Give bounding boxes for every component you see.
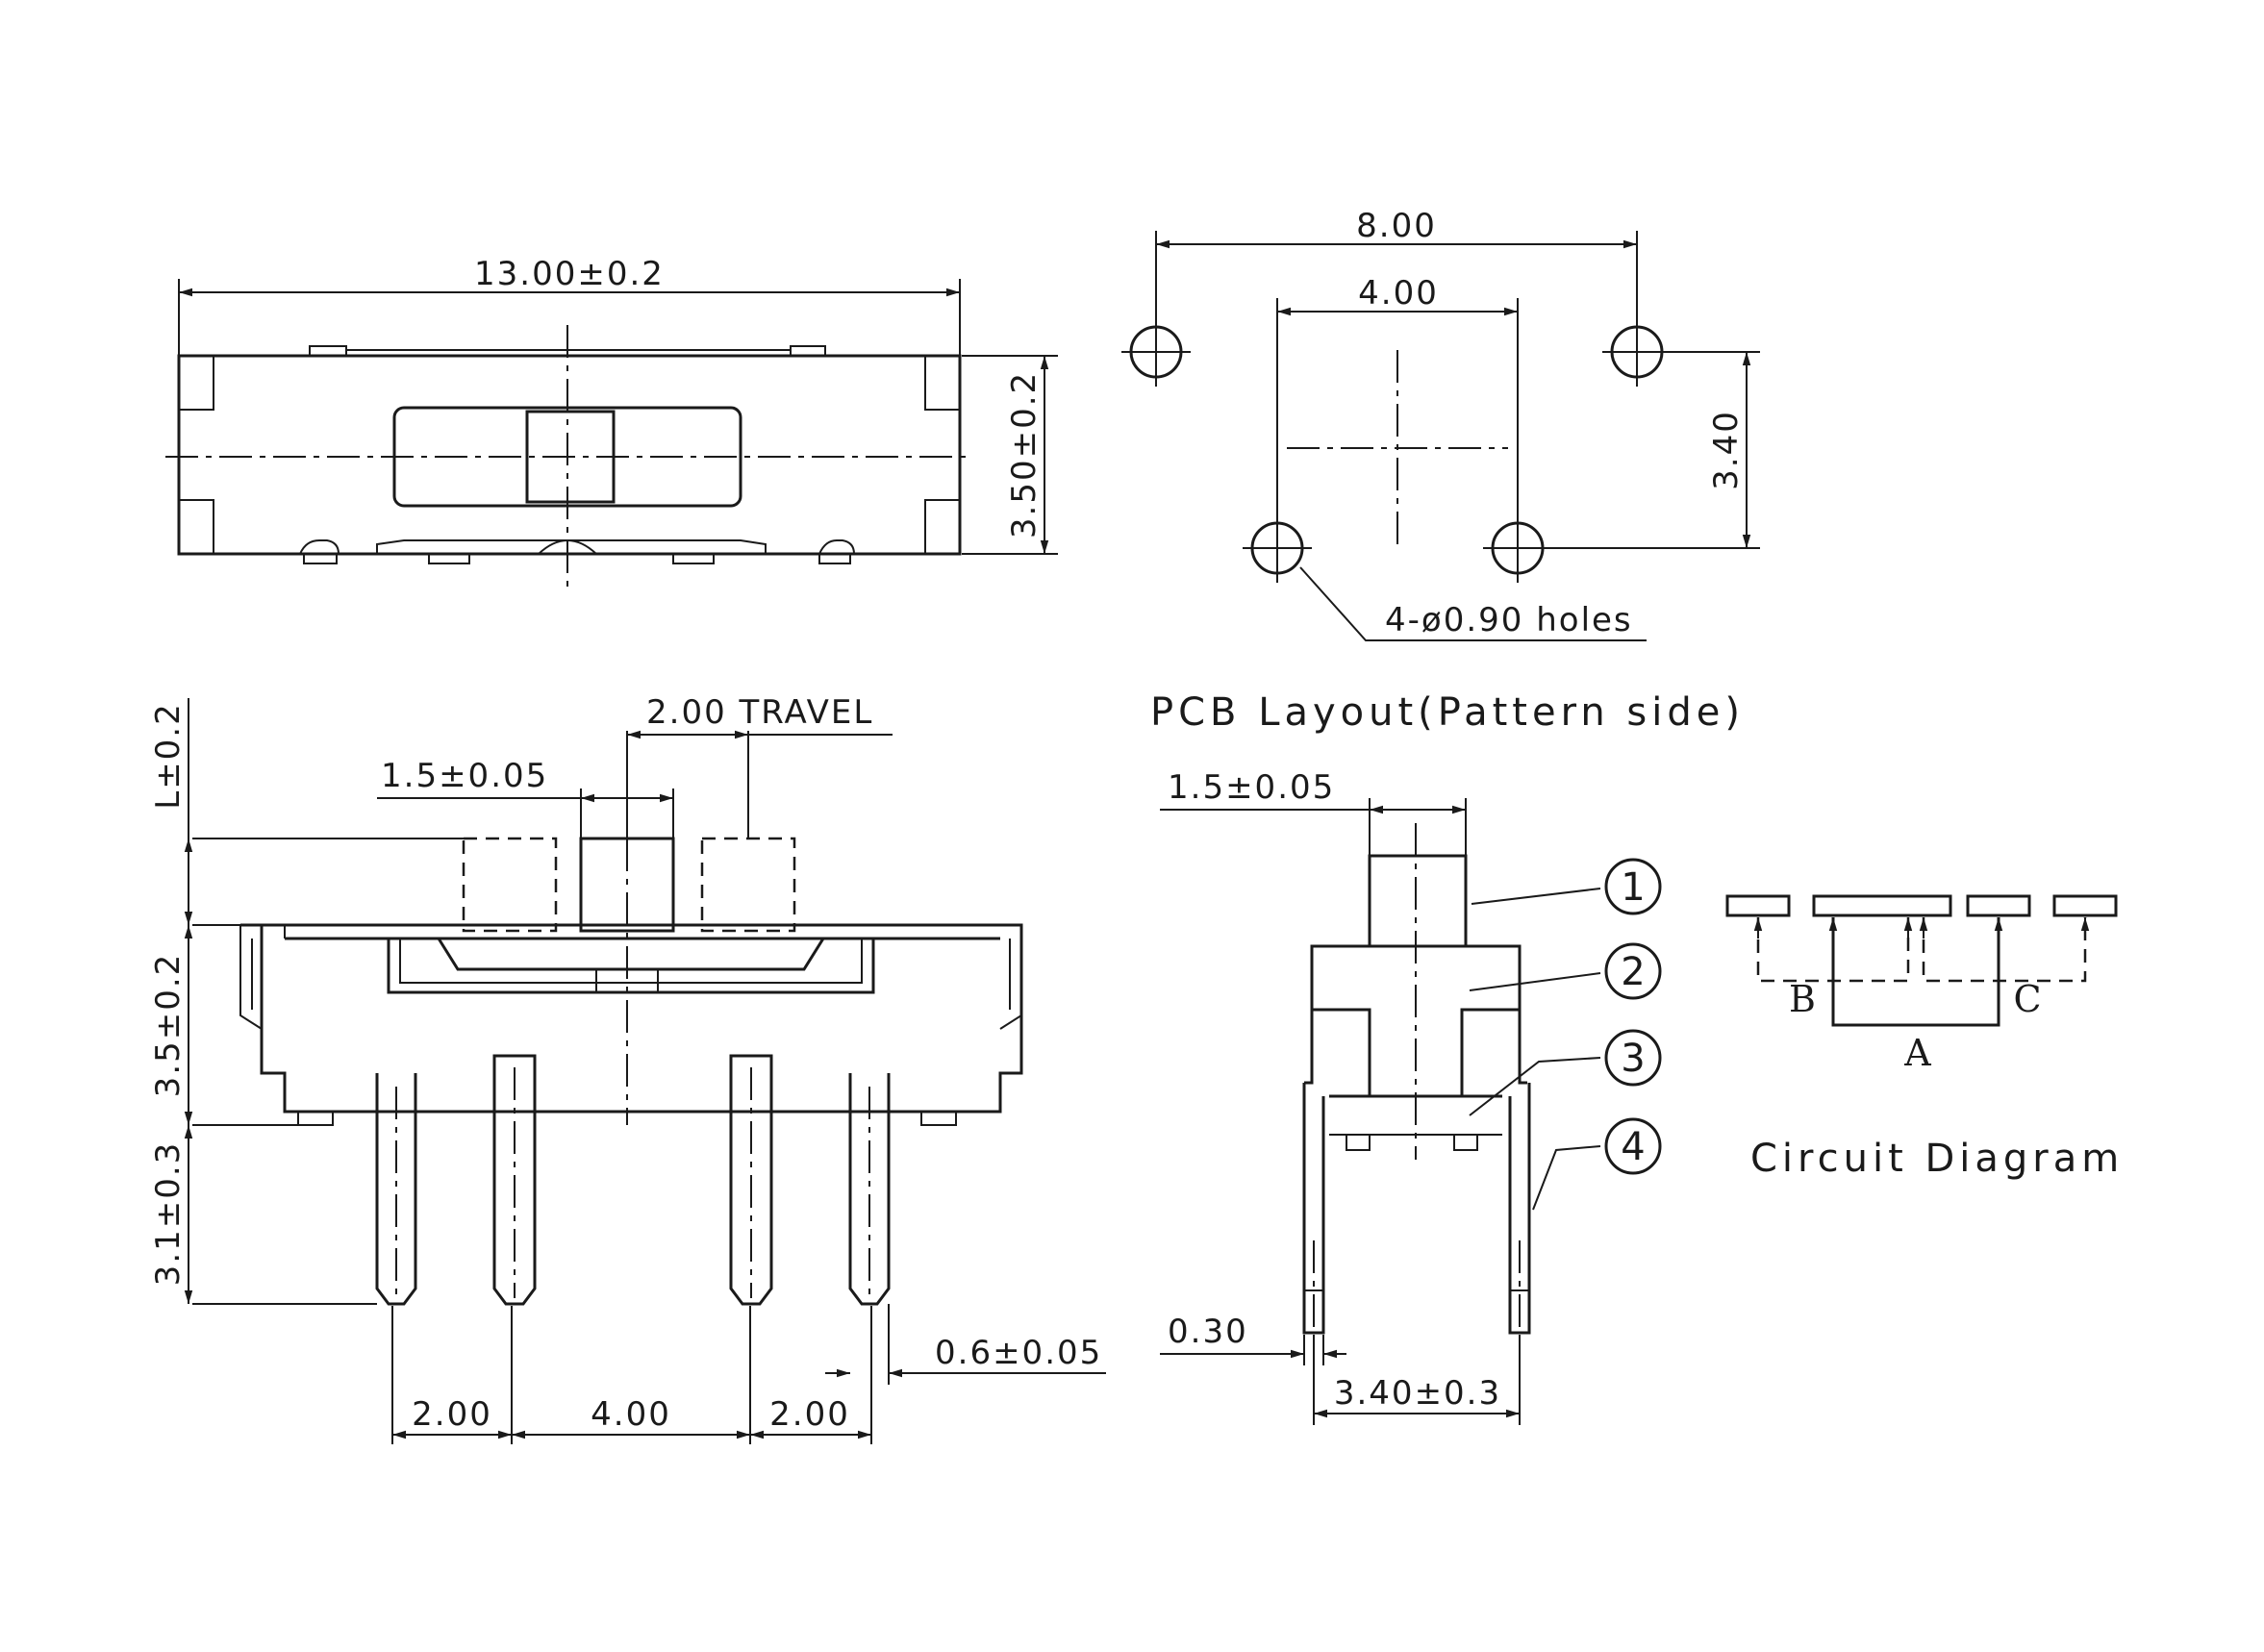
pcb-row-spacing: 3.40 xyxy=(1707,410,1746,490)
actuator-alt-position xyxy=(700,837,796,933)
circuit-title: Circuit Diagram xyxy=(1750,1137,2124,1181)
callout-number: 4 xyxy=(1621,1125,1645,1169)
front-pin xyxy=(848,1073,891,1306)
actuator-alt-position xyxy=(462,837,558,933)
front-actuator-height: L±0.2 xyxy=(149,702,188,810)
front-pin xyxy=(729,1054,773,1306)
top-height-dim: 3.50±0.2 xyxy=(1005,371,1044,538)
side-pin xyxy=(1302,1083,1325,1335)
pcb-hole xyxy=(1602,317,1672,387)
circuit-terminal xyxy=(1812,894,1952,917)
front-pin-length: 3.1±0.3 xyxy=(149,1141,188,1287)
side-pin-thickness: 0.30 xyxy=(1168,1313,1248,1351)
pcb-hole xyxy=(1483,513,1552,583)
pcb-layout-title: PCB Layout(Pattern side) xyxy=(1150,690,1745,735)
callout-bubble xyxy=(1604,858,1662,915)
callout-number: 1 xyxy=(1621,865,1645,910)
pcb-layout: 8.00 4.00 3.40 4-ø0.90 holes PCB Layout(… xyxy=(1121,207,1760,735)
circuit-label-b: B xyxy=(1789,978,1816,1020)
side-body xyxy=(1310,944,1522,1098)
callout-number: 2 xyxy=(1621,950,1645,994)
front-pin xyxy=(492,1054,537,1306)
side-pin-spacing: 3.40±0.3 xyxy=(1334,1374,1501,1413)
pcb-outer-spacing: 8.00 xyxy=(1356,207,1437,245)
pitch-middle: 4.00 xyxy=(591,1395,671,1434)
circuit-terminal xyxy=(1725,894,1791,917)
callout-bubble xyxy=(1604,1117,1662,1175)
pcb-inner-spacing: 4.00 xyxy=(1358,274,1439,313)
front-body-height: 3.5±0.2 xyxy=(149,953,188,1098)
pitch-left: 2.00 xyxy=(412,1395,492,1434)
side-view: 1.5±0.05 0.30 3.40±0.3 1 2 3 4 xyxy=(1160,768,1662,1425)
circuit-diagram: B C A Circuit Diagram xyxy=(1725,894,2124,1181)
circuit-terminal xyxy=(1966,894,2031,917)
side-pin xyxy=(1508,1083,1531,1335)
pitch-right: 2.00 xyxy=(769,1395,850,1434)
circuit-label-c: C xyxy=(2013,978,2041,1020)
circuit-terminal xyxy=(2052,894,2118,917)
side-actuator xyxy=(1368,854,1468,948)
callout-bubble xyxy=(1604,942,1662,1000)
front-view: 2.00 TRAVEL 1.5±0.05 L±0.2 3.5±0.2 3.1±0… xyxy=(149,693,1106,1444)
circuit-label-a: A xyxy=(1903,1032,1931,1074)
pcb-hole xyxy=(1121,317,1191,387)
front-pin-width: 0.6±0.05 xyxy=(935,1334,1102,1372)
pcb-hole xyxy=(1243,513,1312,583)
front-body xyxy=(240,923,1023,1114)
travel-dim: 2.00 TRAVEL xyxy=(646,693,873,732)
top-body-outline xyxy=(177,354,962,556)
top-view: 13.00±0.2 3.50±0.2 xyxy=(165,255,1058,587)
top-width-dim: 13.00±0.2 xyxy=(474,255,665,293)
front-pin xyxy=(375,1073,417,1306)
front-actuator-width: 1.5±0.05 xyxy=(381,757,548,795)
side-actuator-width: 1.5±0.05 xyxy=(1168,768,1335,807)
callout-number: 3 xyxy=(1621,1037,1645,1081)
pcb-holes-note: 4-ø0.90 holes xyxy=(1385,601,1633,639)
callout-bubble xyxy=(1604,1029,1662,1087)
